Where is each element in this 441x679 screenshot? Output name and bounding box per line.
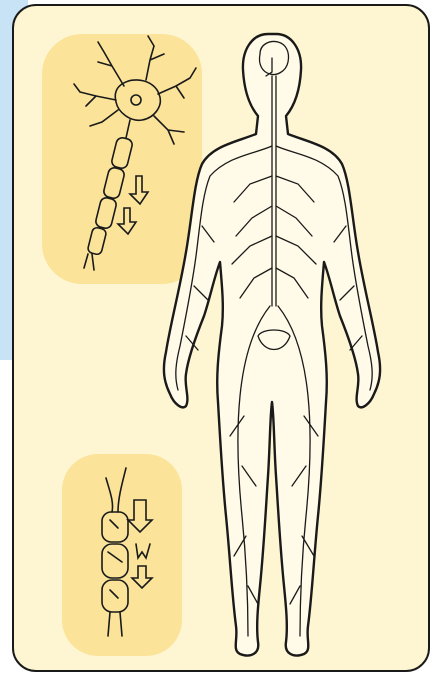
human-body-icon — [14, 6, 430, 672]
illustration-card — [12, 4, 430, 672]
